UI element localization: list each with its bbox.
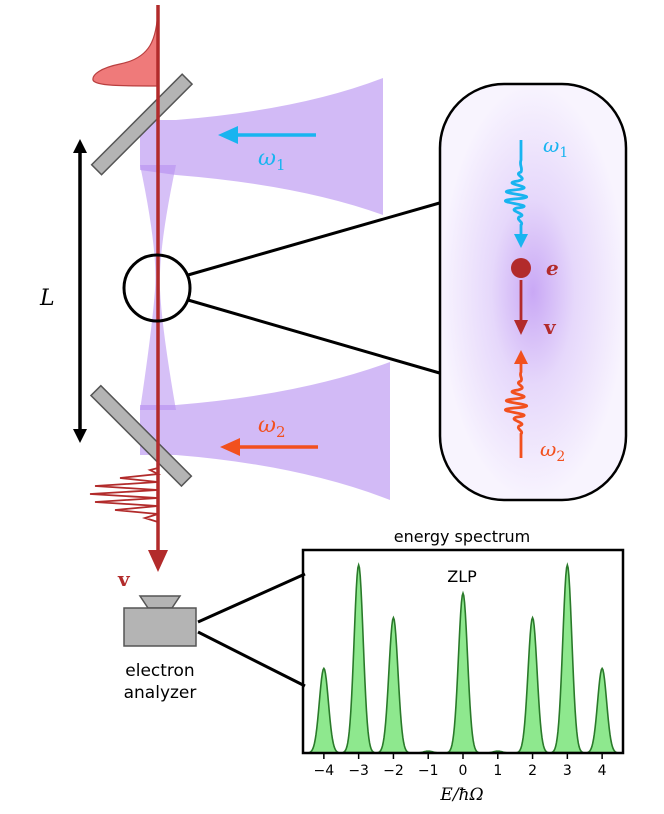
spectrum-peak xyxy=(516,615,549,754)
inset-panel xyxy=(438,82,628,502)
laser-bottom-label: ω2 xyxy=(258,413,286,441)
spectrum-peak xyxy=(586,666,618,754)
mirror-bottom xyxy=(89,384,193,488)
laser-top-label: ω1 xyxy=(258,146,286,174)
analyzer-label-line2: analyzer xyxy=(124,683,197,703)
x-tick-label: 3 xyxy=(563,763,572,779)
x-tick-label: −4 xyxy=(314,763,335,779)
mirror-top xyxy=(90,73,194,176)
photon-1-wave xyxy=(504,140,529,236)
laser-beam-bottom xyxy=(140,362,390,500)
x-tick-label: −3 xyxy=(348,763,369,779)
electron-beam-arrowhead xyxy=(148,550,168,572)
spectrum-peak xyxy=(447,590,479,754)
zoom-line-bottom xyxy=(187,298,444,376)
inset-velocity-label: v xyxy=(543,315,557,339)
laser-beam-top xyxy=(140,78,383,215)
x-tick-label: 0 xyxy=(459,763,468,779)
electron-velocity-label: v xyxy=(117,567,131,591)
photon-2-arrowhead xyxy=(514,350,528,364)
cavity-length-label: L xyxy=(39,286,55,311)
analyzer-label-line1: electron xyxy=(125,661,194,681)
electron-analyzer-icon xyxy=(123,595,197,647)
inset-electron-label: e xyxy=(546,256,559,280)
x-axis-ticks: −4 −3 −2 −1 0 1 2 3 4 xyxy=(314,753,607,779)
inset-photon-1-label: ω1 xyxy=(543,133,568,161)
laser-arrow-bottom xyxy=(220,438,318,456)
laser-arrow-top xyxy=(218,126,316,144)
chart-title: energy spectrum xyxy=(394,527,531,546)
spectrum-chart xyxy=(308,562,618,754)
zoom-circle xyxy=(122,253,192,323)
zlp-annotation: ZLP xyxy=(447,567,477,586)
electron-pulse-in xyxy=(92,7,159,87)
inset-photon-2-label: ω2 xyxy=(540,437,565,465)
x-tick-label: 1 xyxy=(493,763,502,779)
photon-2-wave xyxy=(504,362,529,458)
zoom-line-top xyxy=(187,200,444,277)
electron-dot xyxy=(511,258,531,278)
electron-pulse-out xyxy=(89,467,162,523)
x-tick-label: −2 xyxy=(383,763,404,779)
electron-velocity-arrowhead xyxy=(514,320,528,335)
spectrum-link-top xyxy=(197,572,306,624)
spectrum-link-bottom xyxy=(197,630,306,688)
spectrum-peak xyxy=(377,615,410,754)
photon-1-arrowhead xyxy=(514,234,528,248)
x-tick-label: −1 xyxy=(418,763,439,779)
x-tick-label: 4 xyxy=(598,763,607,779)
x-tick-label: 2 xyxy=(528,763,537,779)
x-axis-label: E/ħΩ xyxy=(439,785,483,805)
spectrum-peak xyxy=(308,666,340,754)
spectrum-peak xyxy=(342,562,375,754)
spectrum-peak xyxy=(551,562,584,754)
